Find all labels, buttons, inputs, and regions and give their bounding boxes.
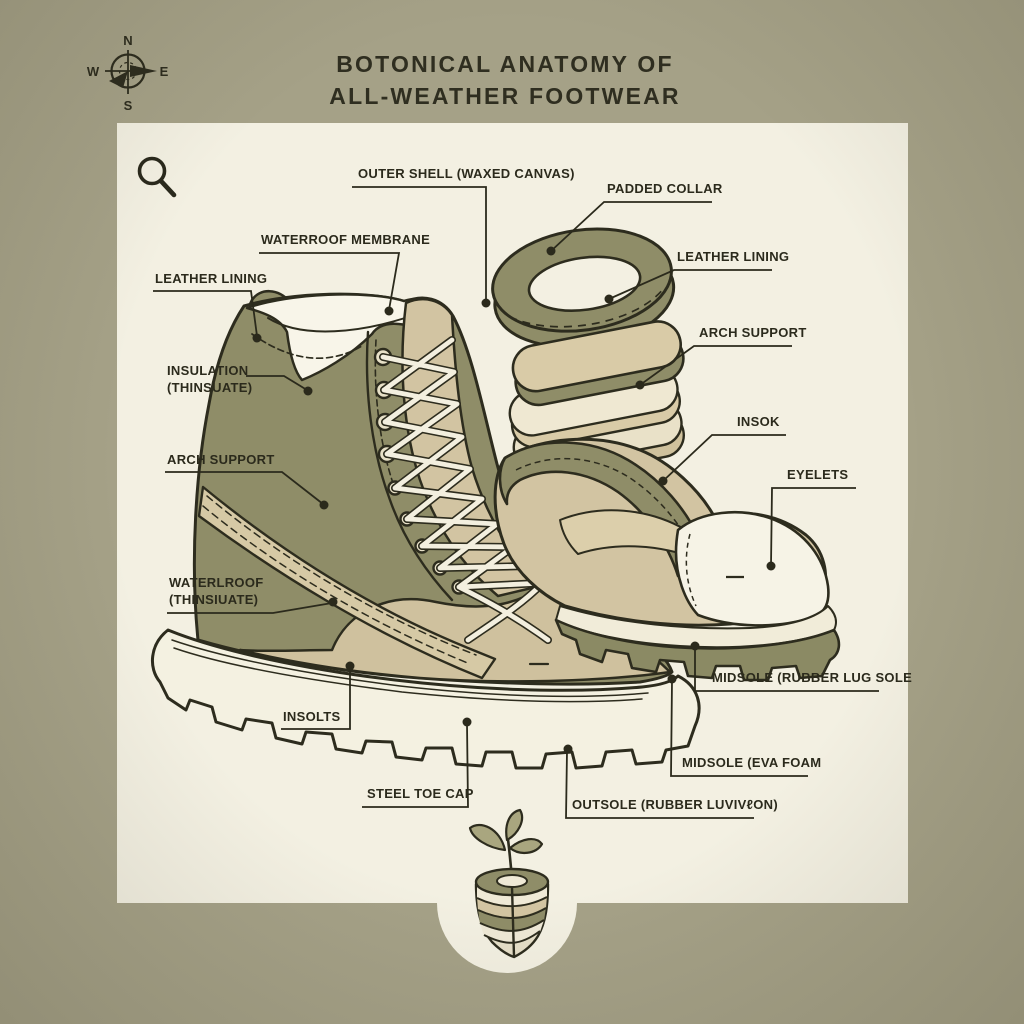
label-waterproof-membrane: WATERROOF MEMBRANE bbox=[261, 232, 431, 247]
page-title: BOTONICAL ANATOMY OF ALL-WEATHER FOOTWEA… bbox=[329, 48, 680, 112]
leader-dots bbox=[252, 246, 776, 754]
leader-outsole bbox=[565, 750, 754, 819]
leader-insok bbox=[662, 434, 786, 482]
label-leather-lining-left: LEATHER LINING bbox=[155, 271, 268, 286]
label-insulation-line1: INSULATION bbox=[167, 363, 249, 378]
label-arch-support-right: ARCH SUPPORT bbox=[699, 325, 807, 340]
boot-heel-band bbox=[197, 485, 497, 680]
leader-waterlroof bbox=[167, 602, 333, 614]
label-outsole: OUTSOLE (RUBBER LUVIVℓON) bbox=[572, 797, 778, 812]
leader-outer-shell bbox=[352, 186, 487, 303]
label-insok: INSOK bbox=[737, 414, 780, 429]
label-insolts: INSOLTS bbox=[283, 709, 341, 724]
title-line-1: BOTONICAL ANATOMY OF bbox=[336, 51, 674, 77]
leader-leather-lining-left bbox=[153, 290, 258, 337]
compass-icon: N S W E bbox=[87, 33, 169, 113]
leader-insulation bbox=[246, 375, 308, 391]
leader-insolts bbox=[281, 668, 351, 730]
leader-lines bbox=[153, 186, 879, 819]
label-arch-support-left: ARCH SUPPORT bbox=[167, 452, 275, 467]
compass-south-label: S bbox=[124, 98, 133, 113]
search-icon bbox=[137, 156, 177, 198]
leader-arch-support-right bbox=[639, 345, 792, 386]
label-waterlroof-line1: WATERLROOF bbox=[169, 575, 264, 590]
boot-outsole bbox=[150, 628, 701, 770]
leaf-top bbox=[505, 808, 524, 842]
compass-north-label: N bbox=[123, 33, 132, 48]
leader-eyelets bbox=[770, 487, 856, 567]
leader-midsole-lug bbox=[694, 648, 879, 692]
exploded-padded-collar bbox=[491, 227, 676, 349]
label-padded-collar: PADDED COLLAR bbox=[607, 181, 723, 196]
label-midsole-lug: MIDSOLE (RUBBER LUG SOLE bbox=[712, 670, 913, 685]
leaf-right bbox=[508, 838, 544, 854]
low-shoe-lug-sole bbox=[554, 618, 841, 682]
leader-arch-support-left bbox=[165, 471, 324, 505]
leaf-left bbox=[468, 823, 507, 852]
label-eyelets: EYELETS bbox=[787, 467, 849, 482]
compass-east-label: E bbox=[160, 64, 169, 79]
exploded-low-shoe bbox=[493, 437, 841, 682]
label-leather-lining-right: LEATHER LINING bbox=[677, 249, 790, 264]
leader-leather-lining-right bbox=[608, 269, 772, 300]
label-insulation-line2: (THINSUATE) bbox=[167, 380, 253, 396]
label-waterlroof-line2: (THINSIUATE) bbox=[169, 592, 259, 608]
label-insulation: INSULATION (THINSUATE) bbox=[167, 362, 252, 396]
label-waterlroof: WATERLROOF (THINSIUATE) bbox=[169, 574, 263, 608]
title-line-2: ALL-WEATHER FOOTWEAR bbox=[329, 83, 681, 110]
boot-laces bbox=[379, 336, 552, 644]
compass-west-label: W bbox=[87, 64, 100, 79]
label-midsole-eva: MIDSOLE (EVA FOAM bbox=[682, 755, 822, 770]
leader-steel-toe-cap bbox=[362, 723, 469, 808]
leader-membrane bbox=[259, 252, 401, 311]
low-shoe-toe-cap bbox=[674, 510, 830, 627]
leader-padded-collar bbox=[550, 201, 712, 252]
label-steel-toe-cap: STEEL TOE CAP bbox=[367, 786, 474, 801]
leader-midsole-eva bbox=[670, 680, 808, 777]
label-outer-shell: OUTER SHELL (WAXED CANVAS) bbox=[358, 166, 575, 181]
plant-pot-icon bbox=[468, 808, 550, 959]
